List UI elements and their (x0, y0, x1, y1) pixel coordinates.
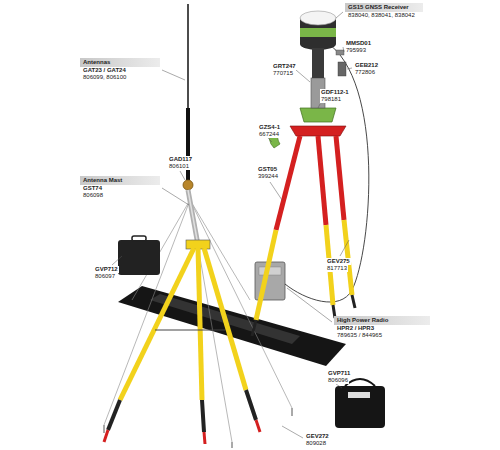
part-name: GVP712 (94, 266, 119, 273)
part-name: GEV272 (305, 433, 330, 440)
part-number: 806097 (94, 273, 116, 280)
mast-tripod (104, 240, 260, 444)
leader-lines (112, 12, 352, 438)
gnss-receiver (300, 11, 336, 78)
cable (285, 42, 369, 302)
part-number: 806099, 806100 (80, 74, 129, 81)
whip-antenna (187, 4, 189, 110)
part-name: MMSD01 (345, 40, 372, 47)
part-number: 772806 (354, 69, 376, 76)
part-number: 809028 (305, 440, 327, 447)
hard-case (118, 240, 160, 275)
part-name: GAT23 / GAT24 (80, 67, 129, 74)
part-name: GEB212 (354, 62, 379, 69)
antenna-adapter (183, 180, 193, 190)
callout-band: AntennasGAT23 / GAT24806099, 806100 (80, 58, 160, 81)
part-number: 667244 (258, 131, 280, 138)
part-name: GRT247 (272, 63, 297, 70)
part-name: GZS4-1 (258, 124, 281, 131)
soft-bag (335, 386, 385, 428)
callout-band: Antenna MastGST74806098 (80, 176, 160, 199)
part-number: 806101 (168, 163, 190, 170)
part-number: 789635 / 844965 (334, 332, 385, 339)
part-number: 817713 (326, 265, 348, 272)
band-heading: GS15 GNSS Receiver (345, 3, 423, 12)
part-number: 798181 (320, 96, 342, 103)
receiver-tripod (252, 126, 355, 336)
callout-band: High Power RadioHPR2 / HPR3789635 / 8449… (334, 316, 430, 339)
part-number: 770715 (272, 70, 294, 77)
part-name: GAD117 (168, 156, 193, 163)
ground-pegs (104, 408, 292, 448)
band-heading: High Power Radio (334, 316, 430, 325)
part-number: 806098 (80, 192, 106, 199)
callout-band: GS15 GNSS Receiver838040, 838041, 838042 (345, 3, 423, 19)
part-name: GVP711 (327, 370, 351, 377)
tribrach (300, 108, 336, 122)
part-name: GDF112-1 (320, 89, 350, 96)
memory-card (336, 50, 344, 55)
antenna-mast (188, 190, 198, 245)
carry-bag (118, 286, 346, 366)
part-number: 806096 (327, 377, 349, 384)
band-heading: Antenna Mast (80, 176, 160, 185)
part-number: 399244 (257, 173, 279, 180)
part-name: HPR2 / HPR3 (334, 325, 377, 332)
part-name: GEV275 (326, 258, 351, 265)
part-name: GST05 (257, 166, 278, 173)
part-number: 838040, 838041, 838042 (345, 12, 418, 19)
battery (338, 62, 346, 76)
band-heading: Antennas (80, 58, 160, 67)
part-number: 795993 (345, 47, 367, 54)
part-name: GST74 (80, 185, 105, 192)
